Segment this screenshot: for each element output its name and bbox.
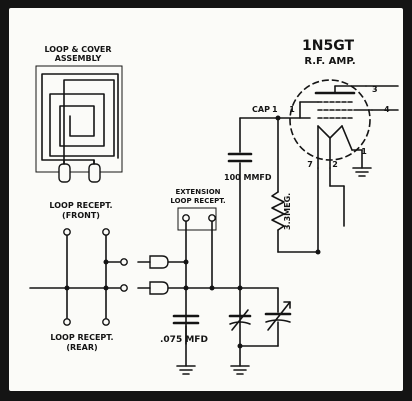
pin-7-label: 7 (307, 160, 313, 169)
ext-loop-label-line2: LOOP RECEPT. (170, 197, 225, 205)
paper-background (9, 8, 403, 391)
resistor-label: 3.3MEG. (283, 193, 292, 230)
loop-coil (49, 79, 115, 167)
loop-cover-assembly: LOOP & COVER ASSEMBLY (35, 45, 123, 183)
capacitor-075mfd: .075 MFD (160, 314, 208, 367)
pin-3-label: 3 (372, 85, 378, 94)
tube-function-label: R.F. AMP. (304, 56, 355, 67)
loop-front-label-line2: (FRONT) (62, 211, 100, 220)
ground-icon (352, 167, 372, 177)
loop-rear-label-line1: LOOP RECEPT. (50, 333, 113, 342)
cap-label: CAP (252, 105, 270, 114)
pin-2-label: 2 (332, 160, 338, 169)
loop-cover-label-line2: ASSEMBLY (55, 54, 102, 63)
ext-loop-label-line1: EXTENSION (175, 188, 220, 196)
pin-1-top-label: 1 (289, 105, 295, 114)
resistor-3-3meg (271, 191, 285, 231)
pin-1-bottom-label: 1 (361, 147, 367, 156)
ground-icon-right (230, 365, 250, 375)
ext-loop-box (177, 207, 217, 231)
plug-connectors (137, 255, 279, 295)
tube-1n5gt: 1N5GT R.F. AMP. 1 3 4 7 2 1 (289, 38, 399, 253)
variable-capacitor (239, 287, 292, 347)
loop-cover-label-line1: LOOP & COVER (44, 45, 111, 54)
loop-plug-right (88, 163, 101, 183)
capacitor-100mmfd-label: 100 MMFD (224, 173, 272, 182)
loop-front-label-line1: LOOP RECEPT. (49, 201, 112, 210)
capacitor-075mfd-label: .075 MFD (160, 335, 208, 345)
loop-receptacles: LOOP RECEPT. (FRONT) LOOP RECEPT. (REAR) (29, 201, 128, 352)
svg-text:1: 1 (272, 105, 278, 114)
loop-cover-outline (35, 65, 123, 173)
tube-name-label: 1N5GT (302, 38, 354, 54)
extension-loop-receptacle: EXTENSION LOOP RECEPT. (170, 188, 226, 345)
capacitor-100mmfd (227, 152, 253, 163)
loop-rear-label-line2: (REAR) (66, 343, 97, 352)
grid-coupling-network: CAP 1 100 MMFD 3.3MEG. (224, 105, 321, 367)
loop-plug-left (58, 163, 71, 183)
ground-icon-left (176, 365, 196, 375)
trimmer-capacitor (228, 309, 252, 349)
